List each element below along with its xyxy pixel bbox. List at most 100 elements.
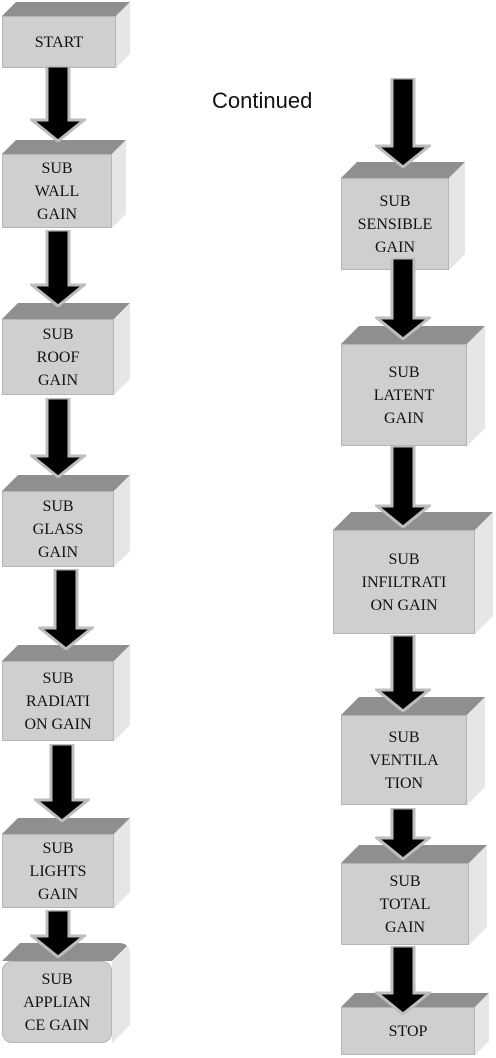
process-box: START <box>2 2 130 68</box>
box-label: SUB INFILTRATI ON GAIN <box>333 530 475 634</box>
box-label-line: TOTAL <box>379 895 431 913</box>
arrow-shape <box>30 398 86 478</box>
arrow-shape <box>375 78 431 168</box>
flow-arrow <box>30 398 86 478</box>
box-label: STOP <box>341 1007 475 1055</box>
box-top-face <box>341 326 485 344</box>
box-label-line: STOP <box>388 1022 428 1040</box>
box-label-line: GAIN <box>384 409 424 427</box>
arrow-shape <box>30 230 86 307</box>
box-top-face <box>2 140 126 154</box>
process-box: SUB SENSIBLE GAIN <box>341 162 465 270</box>
box-top-face <box>2 645 130 661</box>
box-label-line: SENSIBLE <box>357 215 433 233</box>
box-label-line: GAIN <box>37 205 77 223</box>
flow-arrow <box>34 744 90 822</box>
box-top-face <box>341 162 465 178</box>
box-top-face <box>2 475 130 491</box>
flow-arrow <box>375 258 431 340</box>
box-side-face <box>469 845 487 945</box>
flow-arrow <box>30 66 86 142</box>
box-label-line: ROOF <box>36 348 80 366</box>
arrow-shape <box>375 258 431 340</box>
box-label-line: GAIN <box>375 238 415 256</box>
flow-arrow <box>375 808 431 860</box>
box-label-line: INFILTRATI <box>361 573 447 591</box>
arrow-shape <box>375 808 431 860</box>
box-side-face <box>116 2 130 68</box>
process-box: SUB APPLIAN CE GAIN <box>2 943 130 1043</box>
process-box: SUB ROOF GAIN <box>2 303 130 395</box>
box-label: SUB SENSIBLE GAIN <box>341 178 449 270</box>
box-label-line: SUB <box>389 872 421 890</box>
box-side-face <box>449 162 465 270</box>
box-label: SUB APPLIAN CE GAIN <box>2 961 112 1043</box>
box-label-line: SUB <box>42 669 74 687</box>
box-side-face <box>475 512 493 634</box>
box-label-line: SUB <box>388 363 420 381</box>
process-box: SUB WALL GAIN <box>2 140 126 228</box>
box-top-face <box>341 697 485 715</box>
arrow-shape <box>375 446 431 528</box>
box-side-face <box>112 943 130 1043</box>
box-side-face <box>114 475 130 567</box>
arrow-shape <box>34 744 90 822</box>
box-top-face <box>341 845 487 863</box>
box-top-face <box>2 818 130 834</box>
box-label-line: VENTILA <box>369 751 439 769</box>
flow-arrow <box>38 569 94 650</box>
box-label-line: SUB <box>41 159 73 177</box>
process-box: SUB TOTAL GAIN <box>341 845 487 945</box>
box-top-face <box>333 512 493 530</box>
box-side-face <box>114 818 130 908</box>
box-label-line: ON GAIN <box>24 715 92 733</box>
arrow-shape <box>30 66 86 142</box>
process-box: SUB LATENT GAIN <box>341 326 485 446</box>
box-label-line: SUB <box>388 550 420 568</box>
box-label-line: SUB <box>42 497 74 515</box>
box-label-line: WALL <box>34 182 80 200</box>
box-label-line: CE GAIN <box>24 1016 90 1034</box>
flow-arrow <box>375 446 431 528</box>
flow-arrow <box>375 635 431 712</box>
box-side-face <box>475 993 489 1055</box>
box-label-line: SUB <box>388 728 420 746</box>
box-side-face <box>467 697 485 805</box>
arrow-shape <box>375 635 431 712</box>
box-label-line: GAIN <box>38 885 78 903</box>
box-side-face <box>467 326 485 446</box>
box-side-face <box>114 303 130 395</box>
process-box: SUB LIGHTS GAIN <box>2 818 130 908</box>
box-label-line: ON GAIN <box>370 596 438 614</box>
box-label-line: START <box>34 33 84 51</box>
continued-label: Continued <box>212 88 313 113</box>
flow-arrow <box>375 946 431 1015</box>
box-label: SUB LIGHTS GAIN <box>2 834 114 908</box>
box-label: SUB ROOF GAIN <box>2 319 114 395</box>
box-label-line: LIGHTS <box>29 862 87 880</box>
box-side-face <box>114 645 130 741</box>
box-side-face <box>112 140 126 228</box>
arrow-shape <box>30 910 86 958</box>
box-label-line: APPLIAN <box>23 993 91 1011</box>
box-label-line: GAIN <box>38 371 78 389</box>
box-label-line: SUB <box>42 325 74 343</box>
box-label-line: GAIN <box>385 918 425 936</box>
box-label-line: LATENT <box>373 386 435 404</box>
box-top-face <box>2 303 130 319</box>
flow-arrow <box>375 78 431 168</box>
process-box: SUB INFILTRATI ON GAIN <box>333 512 493 634</box>
flow-arrow <box>30 230 86 307</box>
box-label-line: SUB <box>41 970 73 988</box>
box-top-face <box>2 2 130 16</box>
box-label-line: SUB <box>379 192 411 210</box>
box-label: SUB VENTILA TION <box>341 715 467 805</box>
box-label-line: GLASS <box>32 520 84 538</box>
box-label-line: SUB <box>42 839 74 857</box>
box-label-line: TION <box>384 774 424 792</box>
flow-arrow <box>30 910 86 958</box>
box-label: SUB WALL GAIN <box>2 154 112 228</box>
